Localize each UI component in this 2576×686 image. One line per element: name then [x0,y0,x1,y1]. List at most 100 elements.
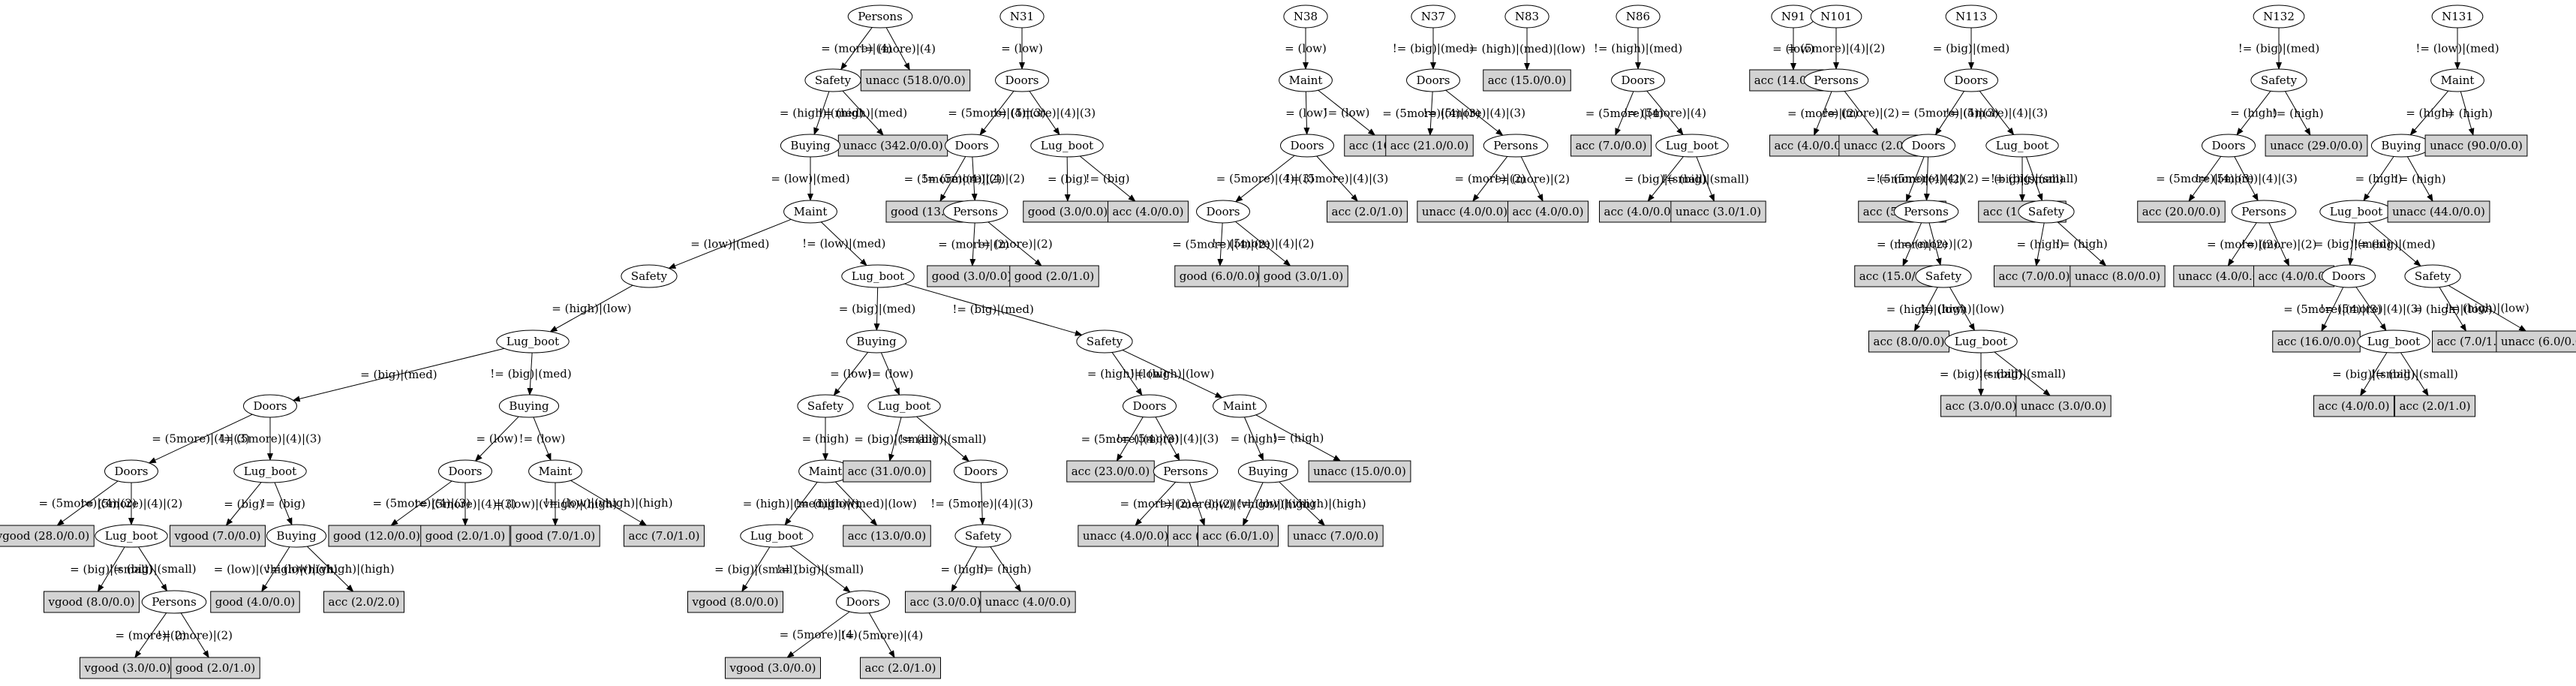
node-label: Persons [858,10,903,23]
node-label: acc (2.0/2.0) [329,595,400,609]
tree-edge: != (big)|(small) [109,546,197,592]
leaf-box [510,525,600,547]
node-ellipse [243,394,297,418]
node-label: Doors [2332,269,2366,283]
leaf-node: acc (4.0/0.0) [1599,200,1680,223]
leaf-box [2394,395,2475,417]
tree-edge: != (more)|(2) [1823,91,1899,136]
split-node: Doors [1280,134,1334,158]
leaf-box [323,591,404,613]
edge-line [527,352,534,396]
leaf-node: acc (4.0/0.0) [1108,200,1189,223]
node-ellipse [2404,264,2461,288]
leaf-box [1023,200,1113,223]
tree-edge: != (high) [2394,156,2446,202]
split-node: Buying [1237,459,1299,483]
edge-label: = (high)|(low) [552,302,631,315]
node-label: Lug_boot [105,529,158,543]
tree-edge: != (high) [980,546,1032,592]
node-ellipse [740,524,813,548]
node-label: Doors [1207,205,1240,218]
leaf-node: unacc (4.0/0.0) [2173,265,2269,287]
leaf-box [1571,134,1652,157]
tree-edge: != (big)|(med) [1393,28,1474,70]
node-ellipse [1985,134,2059,158]
node-ellipse [1893,200,1959,224]
node-ellipse [1616,5,1661,29]
tree-edge: != (high) [2272,91,2324,136]
edge-line [842,90,884,136]
leaf-box [1994,265,2075,287]
split-node: Lug_boot [867,394,941,418]
edge-label: != (5more)|(4)|(3) [930,497,1033,510]
leaf-node: unacc (4.0/0.0) [1417,200,1513,223]
leaf-box [1066,460,1155,483]
leaf-box [1327,200,1408,223]
edge-line [1472,156,1508,202]
leaf-node: acc (4.0/0.0) [1507,200,1589,223]
leaf-box [1078,525,1174,547]
leaf-node: acc (20.0/0.0) [2137,200,2226,223]
tree-edge: = (big)|(small) [1940,353,2022,396]
tree-edge: = (more)|(2) [1454,156,1525,202]
node-label: acc (7.0/0.0) [1576,139,1647,152]
tree-edge: != (low)|(med) [2415,28,2499,70]
leaf-box [2265,134,2368,157]
node-ellipse [528,459,582,483]
tree-edge: != (low)|(vhigh)|(high) [1237,481,1366,526]
split-node: N83 [1504,5,1550,29]
edge-label: != (5more)|(4)|(3) [219,432,322,446]
edge-label: = (5more)|(4) [1586,107,1664,120]
edge-label: != (high) [2441,107,2493,120]
edge-line [786,611,850,658]
node-label: acc (2.0/1.0) [1332,205,1403,218]
node-label: Lug_boot [1666,139,1718,152]
edge-label: != (big)|(small) [1662,172,1749,185]
tree-edge: != (5more)|(4)|(3) [1117,417,1219,462]
node-label: acc (4.0/0.0) [2259,269,2330,283]
tree-edge: = (high) [802,417,849,461]
edge-line [1923,156,1930,202]
node-label: unacc (4.0/0.0) [1422,205,1507,218]
tree-edge: != (5more)|(4)|(2) [1876,156,1979,202]
split-node: Doors [836,590,890,614]
edge-line [261,546,290,592]
leaf-box [2424,134,2528,157]
edge-line [971,156,978,202]
split-node: Persons [1803,68,1869,92]
edge-line [1949,287,1976,332]
node-ellipse [954,459,1008,483]
tree-edge: != (5more)|(4)|(3) [1423,89,1525,136]
leaf-node: good (6.0/0.0) [1174,265,1264,287]
edge-label: != (high)|(med) [819,107,907,120]
node-label: Doors [1955,74,1988,87]
split-node: Lug_boot [1944,329,2018,354]
node-label: Persons [1163,465,1208,478]
node-ellipse [995,68,1049,92]
leaf-node: acc (15.0/0.0) [1483,69,1571,92]
tree-edge: != (high)|(low) [1122,349,1223,399]
edge-line [533,417,552,462]
split-node: Lug_boot [95,524,168,548]
node-label: acc (4.0/0.0) [2319,399,2390,413]
tree-edge: != (high)|(med) [819,90,907,136]
leaf-box [1670,200,1766,223]
node-label: acc (23.0/0.0) [1072,465,1150,478]
tree-edge: = (big) [224,482,263,526]
node-ellipse [1153,459,1219,483]
node-ellipse [2322,264,2376,288]
edge-label: != (5more)|(4)|(3) [2320,302,2423,315]
edge-label: != (5more)|(4)|(2) [1876,172,1979,185]
node-ellipse [797,394,854,418]
edge-line [1116,417,1144,462]
leaf-box [170,525,266,547]
split-node: Persons [141,590,207,614]
edge-label: = (low)|(vhigh)|(high) [493,498,617,511]
node-label: Lug_boot [2330,205,2382,218]
edge-label: = (5more)|(4)|(3) [1382,107,1480,120]
edge-label: = (big)|(small) [1625,172,1707,185]
node-label: Persons [1493,139,1538,152]
node-label: Doors [964,465,998,478]
edges-layer: = (more)|(4)!= (more)|(4)= (high)|(med)!… [38,27,2529,658]
leaf-node: acc (4.0/0.0) [1769,134,1850,157]
